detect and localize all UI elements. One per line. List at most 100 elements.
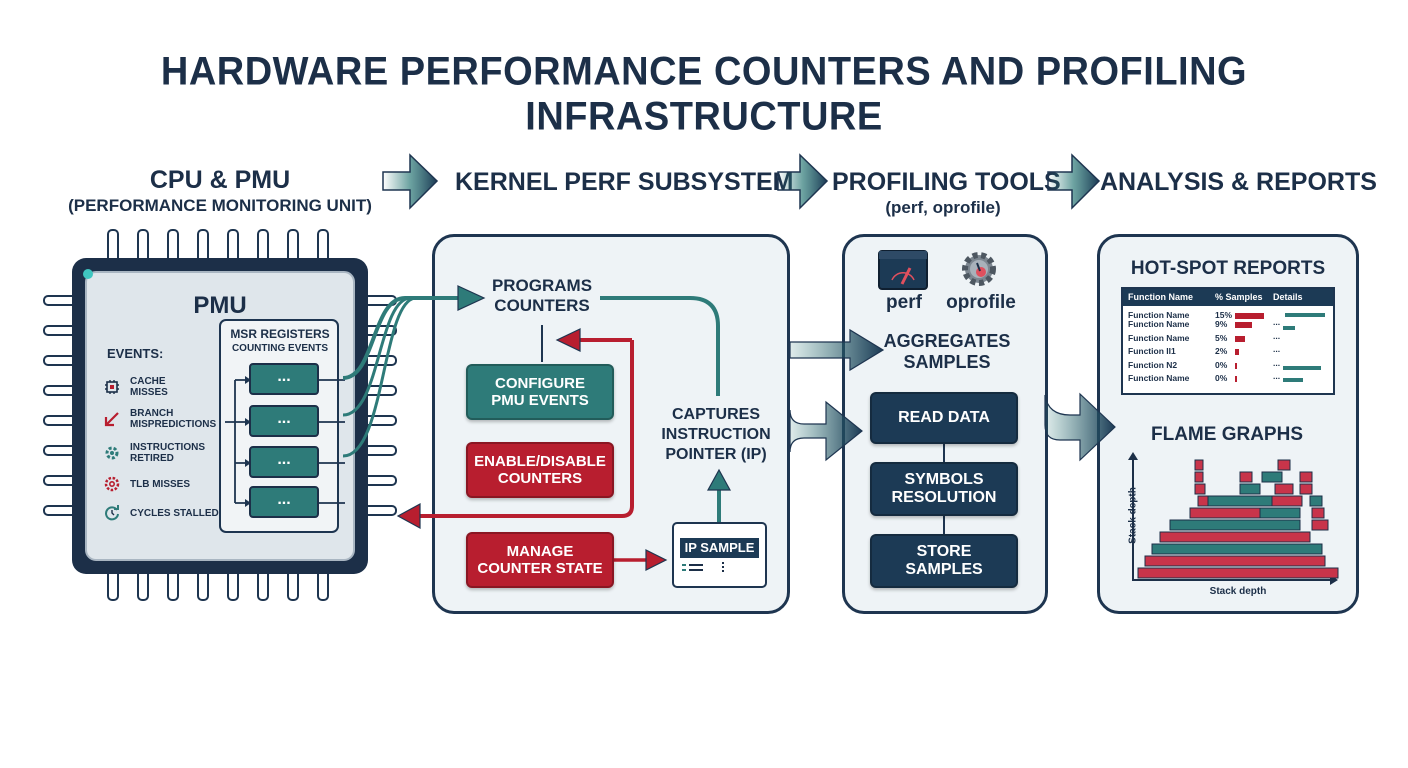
table-cell-details: ... [1273, 370, 1281, 381]
msr-register: ... [249, 363, 319, 395]
flame-bar [1271, 495, 1303, 507]
samples-bar [1235, 375, 1237, 382]
symbols-resolution-button[interactable]: SYMBOLS RESOLUTION [870, 462, 1018, 516]
aggregates-line-2: SAMPLES [903, 352, 991, 372]
ip-sample-label: IP SAMPLE [680, 538, 759, 558]
event-line: MISSES [130, 387, 168, 398]
table-cell-name: Function Name [1128, 319, 1190, 330]
header-samples: % Samples [1215, 292, 1263, 302]
table-cell-pct: 9% [1215, 319, 1228, 330]
read-data-button[interactable]: READ DATA [870, 392, 1018, 444]
hotspot-table: Function Name % Samples Details Function… [1121, 287, 1335, 395]
table-cell-details: ... [1273, 317, 1281, 328]
flame-bar [1144, 555, 1326, 567]
detail-bar [1283, 326, 1295, 330]
flame-bar [1194, 459, 1204, 471]
table-row: Function Name 15% [1123, 306, 1333, 320]
flame-y-label: Stack depth [1127, 487, 1139, 544]
enable-line-1: ENABLE/DISABLE [474, 452, 606, 470]
flame-bar [1207, 495, 1279, 507]
section-title-analysis: ANALYSIS & REPORTS [1100, 168, 1377, 196]
programs-line-1: PROGRAMS [491, 276, 593, 295]
table-cell-details: ... [1273, 330, 1281, 341]
manage-line-2: COUNTER STATE [477, 560, 603, 577]
table-cell-pct: 5% [1215, 332, 1228, 343]
flame-axes [1132, 454, 1336, 581]
cycle-icon [105, 505, 119, 521]
samples-bar [1235, 349, 1239, 356]
symbols-line-2: RESOLUTION [891, 489, 997, 506]
table-cell-name: Function Name [1128, 332, 1190, 343]
flame-title: FLAME GRAPHS [1151, 424, 1303, 445]
hotspot-table-header: Function Name % Samples Details [1123, 289, 1333, 306]
flame-bar [1194, 483, 1206, 495]
msr-title: MSR REGISTERS [230, 327, 330, 341]
detail-bar [1285, 313, 1325, 317]
flame-bar [1299, 471, 1313, 483]
msr-register: ... [249, 446, 319, 478]
configure-pmu-events-button[interactable]: CONFIGURE PMU EVENTS [466, 364, 614, 420]
ip-sample-card: IP SAMPLE [672, 522, 767, 588]
aggregates-samples-label: AGGREGATES SAMPLES [872, 331, 1022, 373]
oprofile-label: oprofile [946, 292, 1016, 313]
msr-register: ... [249, 486, 319, 518]
samples-bar [1235, 313, 1264, 319]
detail-bar [1283, 366, 1321, 370]
captures-line-1: CAPTURES [671, 406, 760, 423]
cog-icon [105, 446, 119, 460]
table-cell-details: ... [1273, 344, 1281, 355]
flame-bar [1151, 543, 1323, 555]
gear-icon [104, 476, 120, 492]
flame-bar [1299, 483, 1313, 495]
flame-graph [1128, 452, 1339, 585]
table-cell-pct: 15% [1215, 310, 1233, 320]
flame-bar [1309, 495, 1323, 507]
table-cell-name: Function Name [1128, 310, 1190, 320]
manage-counter-state-button[interactable]: MANAGE COUNTER STATE [466, 532, 614, 588]
flow-arrow-3 [1047, 153, 1101, 210]
event-line: CYCLES STALLED [130, 507, 219, 519]
store-line-1: STORE [916, 542, 972, 560]
flame-bar [1311, 519, 1329, 531]
pmu-label: PMU [193, 292, 247, 319]
event-line: CACHE [130, 376, 166, 387]
header-function: Function Name [1128, 292, 1194, 302]
flow-arrow-2 [777, 153, 829, 210]
section-subtitle-cpu: (PERFORMANCE MONITORING UNIT) [68, 196, 372, 215]
msr-subtitle: COUNTING EVENTS [231, 343, 329, 354]
enable-disable-counters-button[interactable]: ENABLE/DISABLE COUNTERS [466, 442, 614, 498]
table-cell-details: ... [1273, 357, 1281, 368]
section-subtitle-tools: (perf, oprofile) [885, 198, 1001, 217]
store-samples-button[interactable]: STORE SAMPLES [870, 534, 1018, 588]
perf-label: perf [886, 292, 922, 313]
flame-bar [1239, 483, 1261, 495]
table-cell-name: Function II1 [1128, 346, 1176, 357]
flame-bar [1274, 483, 1294, 495]
flame-bar [1194, 471, 1204, 483]
section-title-tools: PROFILING TOOLS [832, 168, 1061, 196]
flow-arrow-1 [382, 153, 439, 210]
flame-x-label: Stack depth [1209, 586, 1267, 597]
oprofile-gear-icon [962, 252, 996, 286]
chip-icon [105, 380, 119, 394]
configure-line-2: PMU EVENTS [491, 392, 589, 409]
perf-terminal-icon [878, 250, 928, 290]
enable-line-2: COUNTERS [497, 470, 583, 487]
samples-bar [1235, 362, 1237, 369]
ip-sample-lines-icon [682, 562, 724, 572]
flame-bar [1261, 471, 1283, 483]
table-row: Function Name 9%... [1123, 317, 1333, 332]
section-title-cpu: CPU & PMU [149, 166, 291, 194]
table-cell-pct: 0% [1215, 372, 1228, 383]
table-row: Function Name 5%... [1123, 330, 1333, 346]
manage-line-1: MANAGE [506, 542, 574, 560]
configure-line-1: CONFIGURE [495, 374, 585, 392]
